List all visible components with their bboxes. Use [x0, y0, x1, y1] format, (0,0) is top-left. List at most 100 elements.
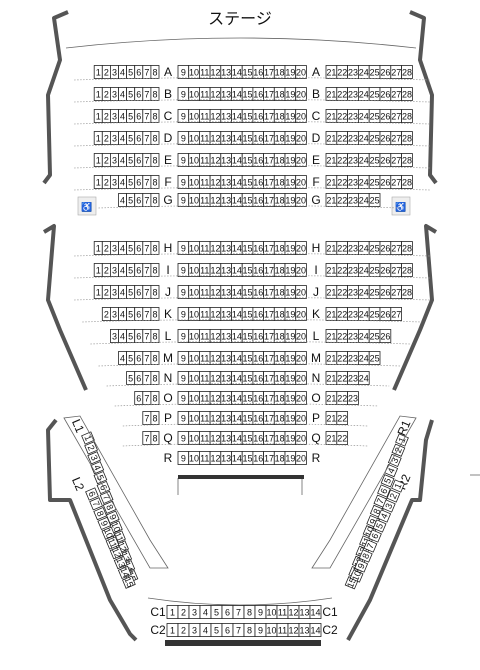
seat[interactable]: 25: [368, 285, 381, 299]
seat[interactable]: 19: [284, 175, 297, 189]
seat[interactable]: 16: [252, 193, 264, 207]
seat[interactable]: 4: [118, 131, 128, 145]
seat[interactable]: 16: [252, 109, 264, 123]
seat[interactable]: 21: [325, 109, 338, 123]
seat[interactable]: 10: [188, 371, 200, 385]
seat[interactable]: 1: [391, 479, 405, 493]
seat[interactable]: 2: [101, 241, 111, 255]
seat[interactable]: 7: [142, 351, 152, 365]
seat[interactable]: 18: [273, 131, 286, 145]
seat[interactable]: 13: [220, 241, 232, 255]
seat[interactable]: 26: [379, 131, 392, 145]
seat[interactable]: 9: [177, 351, 190, 365]
seat[interactable]: 15: [241, 411, 254, 425]
seat[interactable]: 20: [295, 109, 307, 123]
seat[interactable]: 24: [357, 371, 370, 385]
seat[interactable]: 21: [325, 431, 338, 445]
seat[interactable]: 12: [209, 153, 222, 167]
seat[interactable]: 3: [110, 109, 119, 123]
seat[interactable]: 28: [401, 109, 413, 123]
seat[interactable]: 11: [198, 87, 211, 101]
seat[interactable]: 6: [134, 153, 144, 167]
seat[interactable]: 8: [150, 431, 160, 445]
seat[interactable]: 19: [284, 285, 297, 299]
seat[interactable]: 12: [209, 351, 222, 365]
seat[interactable]: 15: [241, 175, 254, 189]
seat[interactable]: 12: [209, 263, 222, 277]
seat[interactable]: 28: [401, 285, 413, 299]
seat[interactable]: 14: [231, 175, 243, 189]
seat[interactable]: 23: [347, 87, 359, 101]
seat[interactable]: 1: [93, 65, 103, 79]
seat[interactable]: 27: [390, 153, 402, 167]
seat[interactable]: 14: [231, 285, 243, 299]
seat[interactable]: 7: [142, 193, 152, 207]
seat[interactable]: 21: [325, 65, 338, 79]
seat[interactable]: 13: [220, 307, 232, 321]
seat[interactable]: 28: [401, 241, 413, 255]
seat[interactable]: 16: [252, 65, 264, 79]
seat[interactable]: 1: [81, 431, 95, 445]
seat[interactable]: 3: [188, 605, 201, 619]
seat[interactable]: 2: [101, 263, 111, 277]
seat[interactable]: 10: [188, 391, 200, 405]
seat[interactable]: 14: [231, 109, 243, 123]
seat[interactable]: 11: [198, 131, 211, 145]
seat[interactable]: 26: [379, 241, 392, 255]
seat[interactable]: 22: [336, 241, 348, 255]
seat[interactable]: 11: [276, 623, 289, 637]
seat[interactable]: 5: [126, 175, 136, 189]
seat[interactable]: 10: [188, 431, 200, 445]
seat[interactable]: 2: [84, 441, 98, 455]
seat[interactable]: 10: [349, 569, 364, 583]
seat[interactable]: 14: [231, 193, 243, 207]
seat[interactable]: 11: [198, 109, 211, 123]
seat[interactable]: 27: [390, 65, 402, 79]
seat[interactable]: 11: [198, 307, 211, 321]
seat[interactable]: 4: [118, 285, 128, 299]
seat[interactable]: 3: [110, 285, 119, 299]
seat[interactable]: 6: [134, 241, 144, 255]
seat[interactable]: 17: [263, 431, 275, 445]
seat[interactable]: 26: [379, 87, 392, 101]
seat[interactable]: 10: [188, 451, 200, 465]
seat[interactable]: 26: [379, 329, 392, 343]
seat[interactable]: 17: [263, 263, 275, 277]
seat[interactable]: 23: [347, 131, 359, 145]
seat[interactable]: 12: [209, 87, 222, 101]
seat[interactable]: 25: [368, 241, 381, 255]
seat[interactable]: 25: [368, 175, 381, 189]
seat[interactable]: 19: [284, 451, 297, 465]
seat[interactable]: 15: [241, 391, 254, 405]
seat[interactable]: 9: [177, 391, 190, 405]
seat[interactable]: 9: [177, 371, 190, 385]
seat[interactable]: 11: [198, 351, 211, 365]
seat[interactable]: 16: [252, 307, 264, 321]
seat[interactable]: 9: [254, 605, 267, 619]
seat[interactable]: 4: [118, 241, 128, 255]
seat[interactable]: 7: [142, 307, 152, 321]
seat[interactable]: 22: [336, 193, 348, 207]
seat[interactable]: 18: [273, 153, 286, 167]
seat[interactable]: 16: [252, 131, 264, 145]
seat[interactable]: 25: [368, 153, 381, 167]
seat[interactable]: 8: [150, 391, 160, 405]
seat[interactable]: 25: [368, 193, 381, 207]
seat[interactable]: 15: [241, 131, 254, 145]
seat[interactable]: 5: [126, 131, 136, 145]
seat[interactable]: 12: [209, 431, 222, 445]
seat[interactable]: 8: [150, 241, 160, 255]
seat[interactable]: 8: [150, 329, 160, 343]
seat[interactable]: 4: [118, 351, 128, 365]
seat[interactable]: 5: [93, 470, 108, 485]
seat[interactable]: 13: [220, 87, 232, 101]
seat[interactable]: 18: [273, 391, 286, 405]
seat[interactable]: 7: [142, 371, 152, 385]
seat[interactable]: 1: [93, 131, 103, 145]
seat[interactable]: 10: [188, 263, 200, 277]
seat[interactable]: 4: [118, 153, 128, 167]
seat[interactable]: 15: [241, 285, 254, 299]
seat[interactable]: 3: [110, 131, 119, 145]
seat[interactable]: 6: [134, 131, 144, 145]
seat[interactable]: 10: [101, 526, 116, 540]
